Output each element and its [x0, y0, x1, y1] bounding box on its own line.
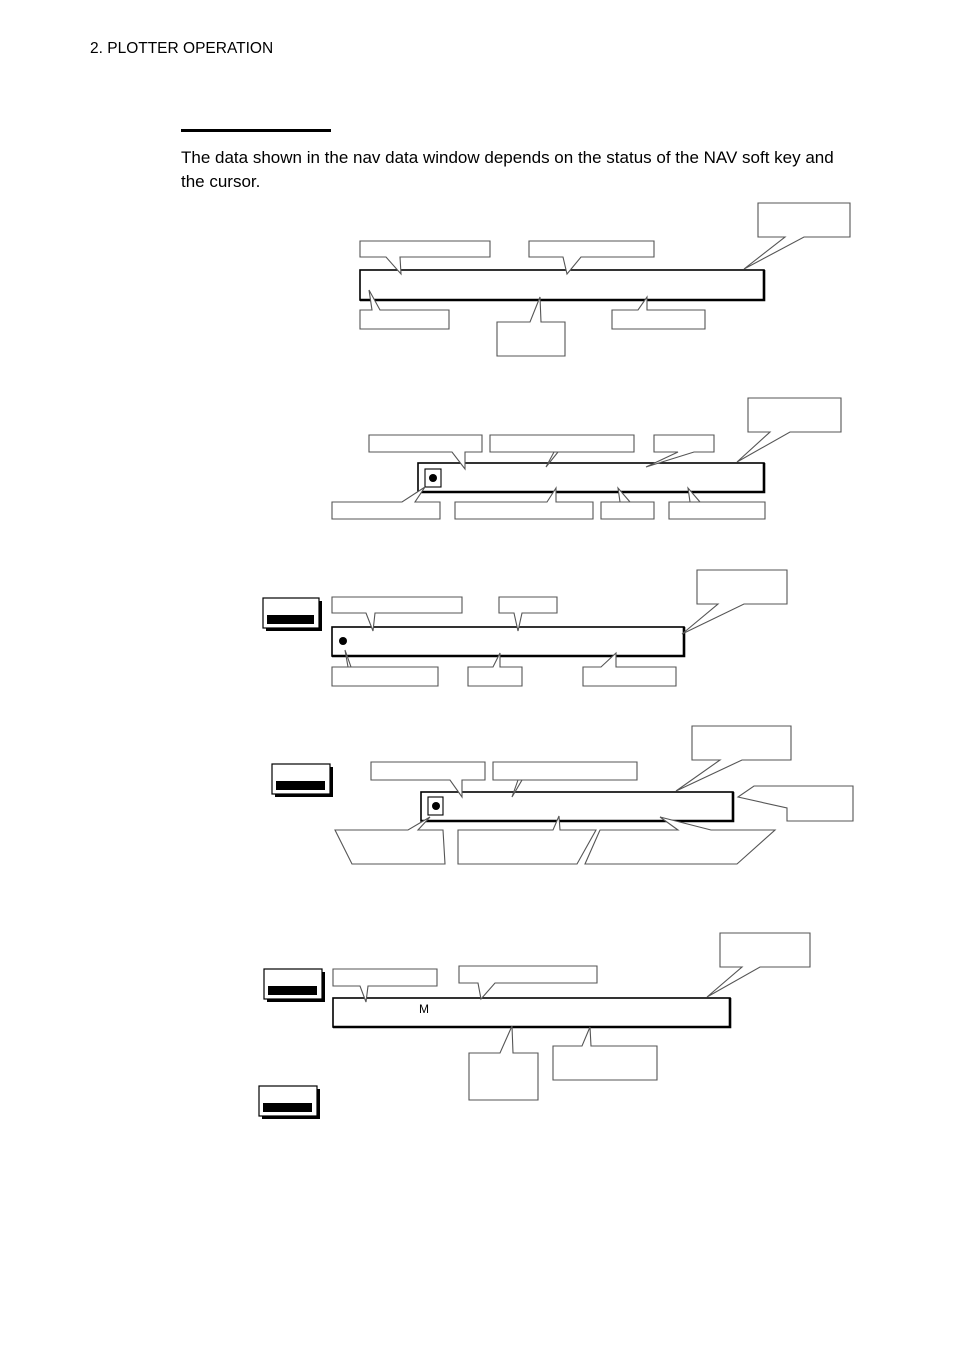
cursor-soft-key-label-bar [263, 1103, 312, 1112]
callout-box [332, 968, 438, 1003]
callout-box [552, 1026, 658, 1081]
callout-box [668, 486, 766, 520]
callout-box [359, 240, 491, 276]
intro-paragraph: The data shown in the nav data window de… [181, 148, 834, 191]
callout-box [331, 649, 439, 687]
callout-box [370, 761, 486, 799]
nav-soft-key-label-bar [268, 986, 317, 995]
nav-soft-key-label-bar [267, 615, 314, 624]
callout-box [331, 486, 441, 520]
position-dot-icon [432, 802, 440, 810]
callout-box [736, 785, 854, 822]
callout-box [368, 434, 483, 471]
window-shadow-edge [360, 270, 766, 302]
callout-box [645, 434, 715, 468]
window-mode-text: M [419, 1002, 429, 1016]
nav-window-3 [262, 569, 788, 687]
nav-window-5: M [258, 932, 811, 1119]
callout-box [457, 815, 597, 865]
nav-soft-key-label-bar [276, 781, 325, 790]
callout-box [334, 816, 446, 865]
callout-box [468, 1025, 539, 1101]
window-shadow-edge [332, 627, 686, 658]
nav-data-window [359, 269, 765, 301]
nav-window-1 [359, 202, 851, 357]
callout-box [496, 296, 566, 357]
callout-box [736, 397, 842, 463]
window-shadow-edge [418, 463, 766, 494]
callout-box [331, 596, 463, 632]
subsection-underline [181, 129, 331, 132]
window-shadow-edge [421, 792, 735, 823]
callout-box [528, 240, 655, 276]
window-shadow-edge [333, 998, 732, 1029]
callout-box [492, 761, 638, 798]
position-dot-icon [429, 474, 437, 482]
nav-data-window [417, 462, 765, 493]
nav-data-window [332, 997, 731, 1028]
section-header: 2. PLOTTER OPERATION [90, 40, 274, 57]
nav-data-window [331, 626, 685, 657]
callout-box [458, 965, 598, 1001]
callout-box [743, 202, 851, 270]
callout-box [467, 652, 523, 687]
callout-box [582, 651, 677, 687]
callout-box [584, 816, 777, 865]
callout-box [454, 486, 594, 520]
callout-box [498, 596, 558, 632]
nav-window-4 [271, 725, 854, 865]
callout-box [611, 295, 706, 330]
callout-box [359, 289, 450, 330]
position-dot-icon [339, 637, 347, 645]
callout-box [706, 932, 811, 998]
callout-box [489, 434, 635, 468]
callout-box [600, 486, 655, 520]
nav-window-2 [331, 397, 842, 520]
nav-data-window [420, 791, 734, 822]
callout-box [675, 725, 792, 792]
callout-box [681, 569, 788, 635]
